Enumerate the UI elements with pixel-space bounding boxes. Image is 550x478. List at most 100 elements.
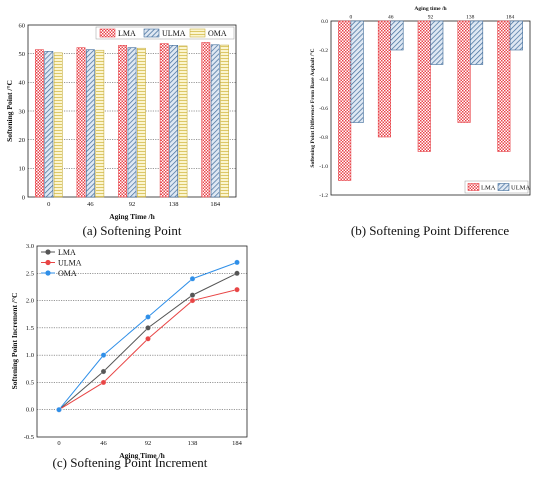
chart-a-x-tick-1: 46 bbox=[87, 201, 94, 208]
chart-b-bar-lma-92 bbox=[417, 20, 431, 152]
chart-c-point-lma-46 bbox=[100, 368, 107, 375]
chart-b-x-axis-label: Aging time /h bbox=[414, 6, 447, 12]
chart-a-y-tick-20: 20 bbox=[19, 137, 26, 144]
chart-c-point-lma-92 bbox=[145, 325, 151, 331]
chart-c-lines bbox=[56, 259, 240, 413]
chart-b-legend-box bbox=[464, 180, 529, 194]
chart-a-y-tick-30: 30 bbox=[19, 108, 26, 115]
caption-b: (b) Softening Point Difference bbox=[351, 223, 509, 238]
chart-a-bar-lma-0 bbox=[34, 49, 44, 198]
caption-c: (c) Softening Point Increment bbox=[53, 455, 208, 470]
chart-b-x-tick-3: 138 bbox=[466, 15, 475, 21]
chart-a-x-tick-0: 0 bbox=[47, 201, 50, 208]
chart-b-y-tick-6: -1.2 bbox=[319, 193, 328, 199]
chart-c-legend-oma: OMA bbox=[58, 269, 77, 278]
chart-b-x-tick-1: 46 bbox=[388, 15, 394, 21]
chart-c-x-ticks: 0 46 92 138 184 bbox=[57, 440, 242, 447]
chart-c-point-lma-138 bbox=[189, 292, 196, 298]
chart-a-legend: LMA ULMA OMA bbox=[95, 26, 235, 40]
chart-c-point-ulma-184 bbox=[234, 286, 240, 293]
chart-c-y-tick-3: 1.0 bbox=[26, 352, 34, 359]
chart-c-point-lma-184 bbox=[234, 270, 240, 277]
chart-a-x-axis-label: Aging Time /h bbox=[109, 212, 155, 221]
chart-b-bar-lma-0 bbox=[338, 20, 352, 181]
chart-b-y-tick-3: -0.6 bbox=[319, 106, 328, 112]
chart-a-y-tick-40: 40 bbox=[19, 80, 26, 87]
chart-c-legend: LMA ULMA OMA bbox=[41, 248, 82, 278]
chart-c-x-tick-1: 46 bbox=[100, 440, 107, 447]
chart-b-legend-lma: LMA bbox=[481, 185, 496, 192]
chart-a-y-tick-10: 10 bbox=[19, 166, 26, 173]
chart-b-legend: LMA ULMA bbox=[464, 180, 530, 194]
chart-c-legend-marker-ulma bbox=[45, 259, 51, 266]
chart-b-legend-swatch-ulma bbox=[497, 183, 510, 191]
chart-b-y-tick-0: 0.0 bbox=[321, 19, 328, 25]
chart-a-bar-oma-184 bbox=[220, 44, 229, 198]
chart-c-x-tick-4: 184 bbox=[232, 440, 243, 447]
chart-b-legend-swatch-lma bbox=[467, 183, 480, 191]
chart-a-bar-oma-92 bbox=[137, 47, 146, 198]
chart-b-x-tick-2: 92 bbox=[428, 15, 434, 21]
chart-a-bar-ulma-46 bbox=[86, 49, 95, 198]
chart-c-y-tick-0: -0.5 bbox=[24, 434, 34, 441]
chart-b-bar-ulma-46 bbox=[390, 20, 404, 51]
chart-c-y-ticks: -0.5 0.0 0.5 1.0 1.5 2.0 2.5 3.0 bbox=[24, 243, 34, 441]
chart-a-bar-ulma-0 bbox=[44, 51, 54, 198]
chart-c-legend-marker-lma bbox=[45, 249, 51, 255]
chart-b-bar-ulma-92 bbox=[430, 20, 444, 65]
chart-c-legend-marker-oma bbox=[45, 270, 51, 276]
chart-c-y-tick-6: 2.5 bbox=[26, 270, 34, 277]
chart-c-x-tick-2: 92 bbox=[145, 440, 152, 447]
chart-b-y-tick-1: -0.2 bbox=[319, 48, 328, 54]
chart-c-softening-point-increment: 0 46 92 138 184 -0.5 0.0 0.5 1.0 1.5 2.0… bbox=[10, 243, 248, 470]
chart-a-bar-oma-138 bbox=[178, 45, 188, 198]
chart-a-bars bbox=[34, 42, 229, 198]
caption-a: (a) Softening Point bbox=[83, 223, 182, 238]
chart-c-point-oma-138 bbox=[189, 275, 196, 282]
chart-b-bar-ulma-0 bbox=[350, 20, 364, 123]
chart-a-bar-lma-138 bbox=[159, 43, 169, 198]
chart-a-x-tick-4: 184 bbox=[210, 201, 221, 208]
chart-a-y-axis-label: Softening Point /°C bbox=[5, 80, 14, 142]
chart-a-legend-swatch-lma bbox=[99, 28, 116, 38]
chart-b-bar-ulma-138 bbox=[469, 20, 484, 65]
chart-c-point-oma-184 bbox=[234, 259, 240, 266]
chart-b-bars bbox=[338, 20, 523, 181]
chart-b-bar-ulma-184 bbox=[509, 20, 523, 51]
chart-c-y-tick-7: 3.0 bbox=[26, 243, 34, 250]
chart-c-y-tick-4: 1.5 bbox=[26, 325, 34, 332]
chart-a-y-ticks: 0 10 20 30 40 50 60 bbox=[19, 22, 26, 201]
chart-b-y-tick-2: -0.4 bbox=[319, 77, 328, 83]
chart-a-bar-oma-46 bbox=[95, 49, 105, 198]
chart-c-plot-frame bbox=[36, 245, 248, 438]
chart-c-x-tick-3: 138 bbox=[188, 440, 198, 447]
chart-b-x-tick-4: 184 bbox=[506, 15, 515, 21]
chart-b-y-tick-5: -1.0 bbox=[319, 164, 328, 170]
chart-c-point-ulma-92 bbox=[145, 336, 151, 342]
chart-a-legend-lma: LMA bbox=[118, 29, 136, 38]
chart-a-bar-ulma-184 bbox=[210, 44, 220, 198]
chart-c-x-axis-label: Aging Time /h bbox=[119, 451, 165, 460]
chart-a-x-tick-2: 92 bbox=[129, 201, 136, 208]
chart-a-legend-swatch-oma bbox=[189, 28, 206, 38]
chart-c-y-tick-2: 0.5 bbox=[26, 379, 34, 386]
chart-c-point-oma-46 bbox=[100, 352, 107, 358]
chart-c-x-tick-0: 0 bbox=[57, 440, 60, 447]
chart-a-y-tick-50: 50 bbox=[19, 51, 26, 58]
chart-c-y-axis-label: Softening Point Increment /°C bbox=[10, 293, 19, 390]
chart-a-y-tick-0: 0 bbox=[22, 194, 25, 201]
chart-c-point-ulma-46 bbox=[100, 379, 107, 386]
chart-c-y-tick-5: 2.0 bbox=[26, 298, 34, 305]
chart-b-softening-point-difference: Aging time /h 0 46 92 138 184 0.0 -0.2 -… bbox=[309, 6, 530, 238]
chart-a-bar-ulma-92 bbox=[127, 47, 137, 198]
chart-b-y-tick-4: -0.8 bbox=[319, 135, 328, 141]
chart-c-point-oma-92 bbox=[145, 314, 151, 320]
chart-a-legend-swatch-ulma bbox=[143, 28, 160, 38]
chart-b-y-ticks: 0.0 -0.2 -0.4 -0.6 -0.8 -1.0 -1.2 bbox=[319, 19, 328, 199]
chart-a-bar-lma-92 bbox=[118, 45, 127, 198]
chart-c-y-tick-1: 0.0 bbox=[26, 407, 34, 414]
chart-c-legend-lma: LMA bbox=[58, 248, 76, 257]
chart-a-x-tick-3: 138 bbox=[169, 201, 179, 208]
chart-a-legend-ulma: ULMA bbox=[162, 29, 186, 38]
